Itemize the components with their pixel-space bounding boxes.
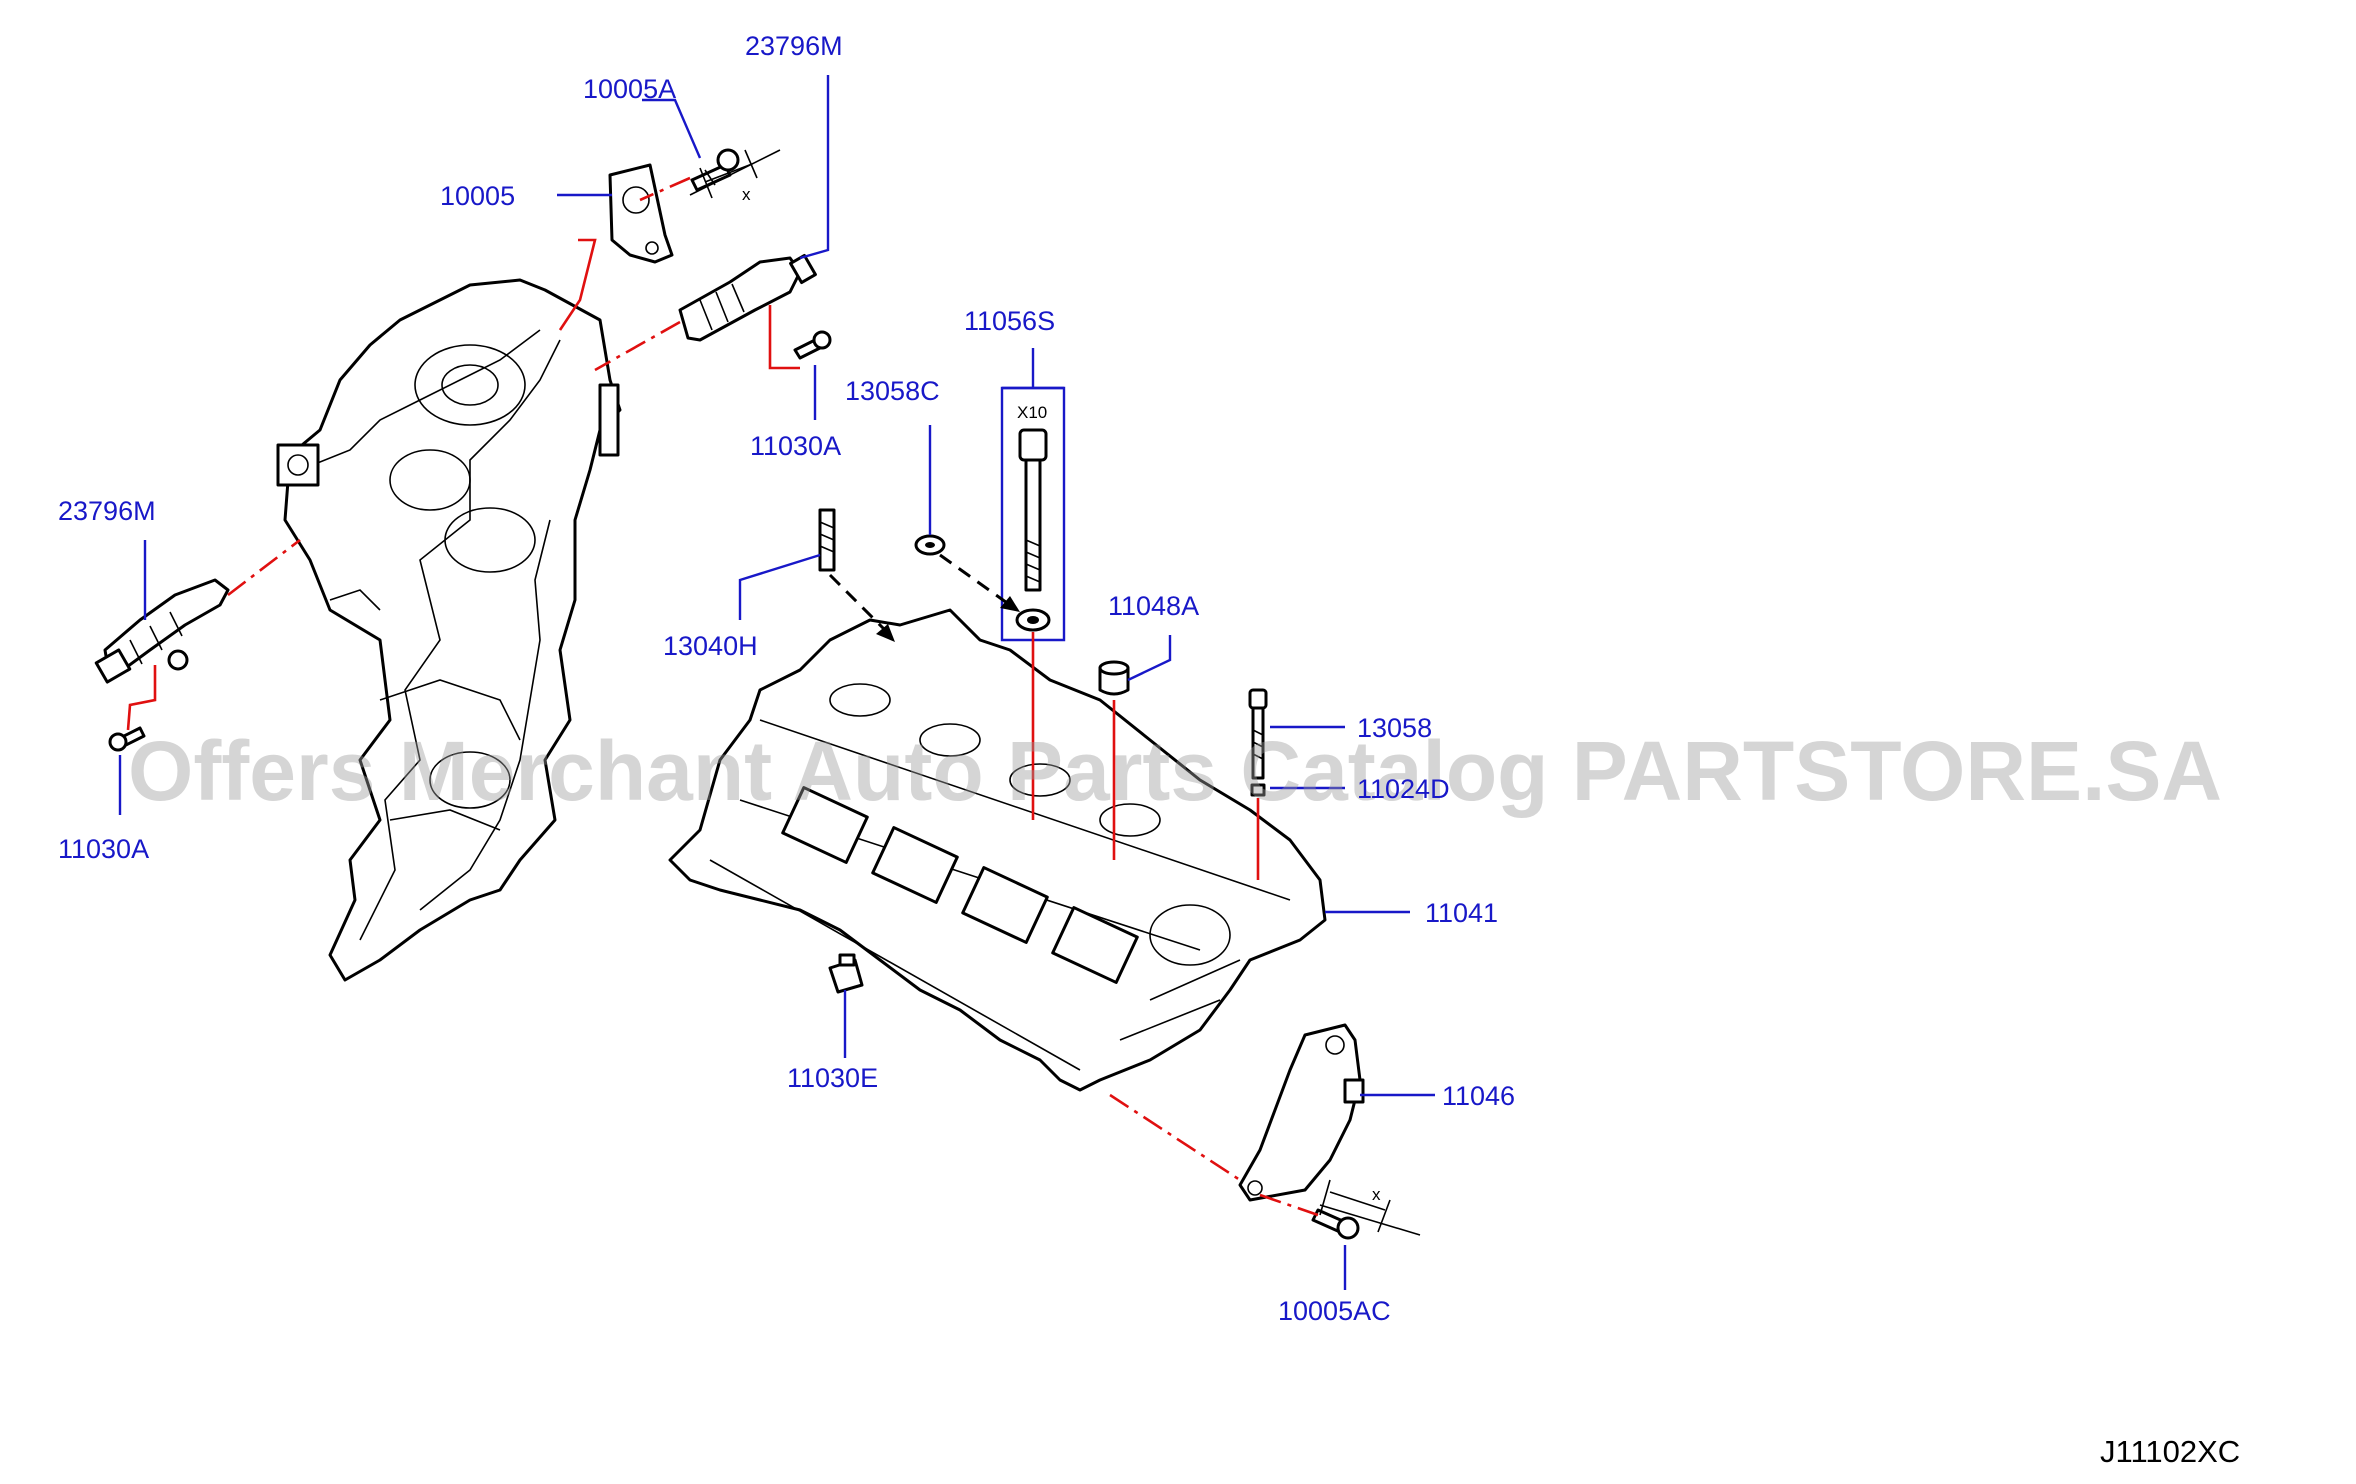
dimension-x-bottom: x	[1372, 1185, 1381, 1204]
callout-13058C: 13058C	[845, 376, 940, 406]
dimension-top	[689, 149, 781, 199]
leader-lines	[118, 75, 1435, 1290]
callout-11024D: 11024D	[1357, 774, 1450, 804]
cylinder-head	[668, 608, 1327, 1092]
callout-23796M-top: 23796M	[745, 31, 843, 61]
callout-11048A: 11048A	[1108, 591, 1199, 621]
callout-10005A: 10005A	[583, 74, 676, 104]
bolt-13058	[1248, 688, 1268, 797]
bracket-11046	[1238, 1023, 1365, 1202]
washer-13058C	[914, 534, 946, 556]
oil-control-valve-left	[94, 578, 230, 684]
plug-11048A	[1098, 660, 1130, 696]
callout-11046: 11046	[1442, 1081, 1515, 1111]
head-bolt-11056S	[1000, 386, 1066, 642]
diagram-code: J11102XC	[2100, 1434, 2240, 1469]
dimension-bottom	[1319, 1179, 1421, 1236]
callout-11030A-left: 11030A	[58, 834, 149, 864]
callout-labels: 23796M 10005A 10005 11056S 13058C 11030A…	[58, 31, 1515, 1326]
centerlines	[126, 176, 1319, 1217]
callout-10005: 10005	[440, 181, 515, 211]
callout-11030E: 11030E	[787, 1063, 878, 1093]
callout-11030A-top: 11030A	[750, 431, 841, 461]
callout-13058: 13058	[1357, 713, 1432, 743]
stud-13040H	[818, 508, 836, 572]
bolt-11030A-top	[793, 330, 832, 360]
callout-11056S: 11056S	[964, 306, 1055, 336]
callout-11041: 11041	[1425, 898, 1498, 928]
timing-cover	[276, 278, 622, 982]
callout-13040H: 13040H	[663, 631, 758, 661]
assembly-arrows	[828, 553, 1020, 642]
callout-23796M-left: 23796M	[58, 496, 156, 526]
bracket-10005	[608, 163, 674, 264]
bolt-10005AC	[1311, 1208, 1360, 1240]
dimension-x-top: x	[742, 185, 751, 204]
callout-10005AC: 10005AC	[1278, 1296, 1391, 1326]
sensor-11030E	[828, 953, 864, 994]
oil-control-valve-top	[678, 253, 817, 342]
quantity-x10: X10	[1017, 403, 1047, 422]
watermark: Offers Merchant Auto Parts Catalog PARTS…	[128, 724, 2222, 818]
bolt-11030A-left	[108, 726, 146, 752]
